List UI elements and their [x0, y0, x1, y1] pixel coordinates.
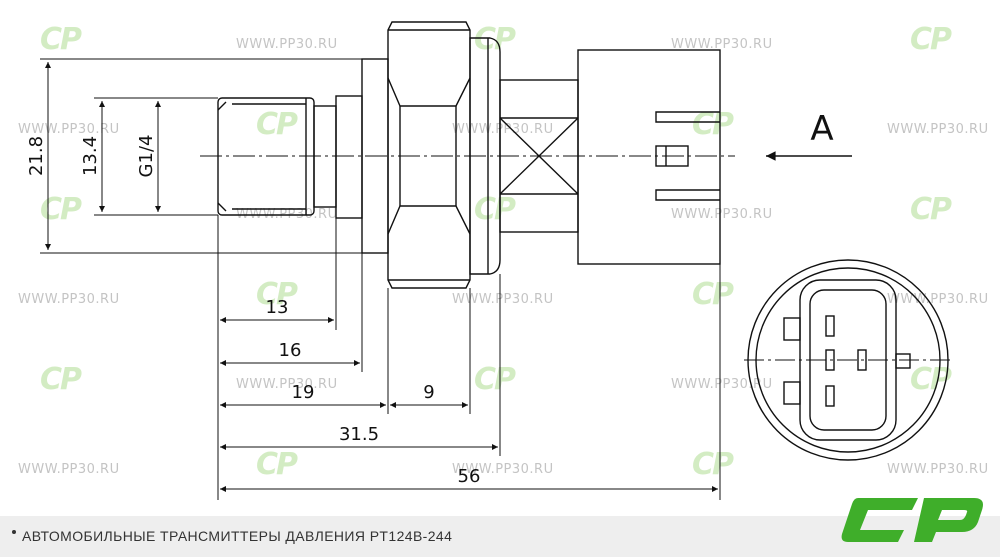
watermark-logo: CP — [40, 22, 82, 57]
hex-nut — [387, 21, 471, 289]
dim-label-56: 56 — [458, 466, 481, 487]
connector-housing — [577, 49, 721, 265]
dim-label-31-5: 31.5 — [339, 424, 379, 445]
extension-lines — [40, 58, 721, 500]
watermark-text: WWW.PP30.RU — [452, 292, 554, 307]
watermark-text: WWW.PP30.RU — [671, 207, 773, 222]
watermark-text: WWW.PP30.RU — [18, 122, 120, 137]
neck — [499, 79, 579, 233]
watermark-logo: CP — [910, 362, 952, 397]
watermark-logo: CP — [692, 277, 734, 312]
dim-label-9: 9 — [423, 382, 434, 403]
watermark-logo: CP — [910, 22, 952, 57]
watermark-text: WWW.PP30.RU — [671, 377, 773, 392]
footer-bar — [0, 516, 1000, 557]
watermark-logo: CP — [910, 192, 952, 227]
watermark-logo: CP — [256, 447, 298, 482]
watermark-text: WWW.PP30.RU — [236, 37, 338, 52]
brand-logo — [841, 498, 983, 542]
watermark-text: WWW.PP30.RU — [452, 462, 554, 477]
watermark-logo: CP — [256, 107, 298, 142]
watermark-logo: CP — [256, 277, 298, 312]
watermark-text: WWW.PP30.RU — [236, 377, 338, 392]
watermark-text: WWW.PP30.RU — [452, 122, 554, 137]
watermark-text: WWW.PP30.RU — [887, 122, 989, 137]
view-arrow-label: A — [810, 109, 833, 149]
watermark-text: WWW.PP30.RU — [671, 37, 773, 52]
watermark-logo: CP — [474, 192, 516, 227]
watermark-text: WWW.PP30.RU — [18, 292, 120, 307]
collar — [469, 37, 501, 275]
watermark-text: WWW.PP30.RU — [887, 292, 989, 307]
thread-section — [217, 97, 337, 216]
watermark-text: WWW.PP30.RU — [18, 462, 120, 477]
dim-label-16: 16 — [279, 340, 302, 361]
bullet-icon — [12, 530, 16, 534]
footer-title: АВТОМОБИЛЬНЫЕ ТРАНСМИТТЕРЫ ДАВЛЕНИЯ PT12… — [22, 528, 453, 544]
shoulder-step — [335, 95, 363, 219]
dim-label-thread-spec: G1/4 — [136, 135, 157, 178]
end-view — [744, 259, 950, 461]
dim-label-13: 13 — [266, 297, 289, 318]
dim-label-thread-height: 13.4 — [80, 136, 101, 176]
dim-label-overall-height: 21.8 — [26, 136, 47, 176]
dim-label-19: 19 — [292, 382, 315, 403]
watermark-logo: CP — [40, 362, 82, 397]
watermark-logo: CP — [692, 447, 734, 482]
watermark-logo: CP — [474, 362, 516, 397]
watermark-text: WWW.PP30.RU — [887, 462, 989, 477]
watermark-logo: CP — [692, 107, 734, 142]
